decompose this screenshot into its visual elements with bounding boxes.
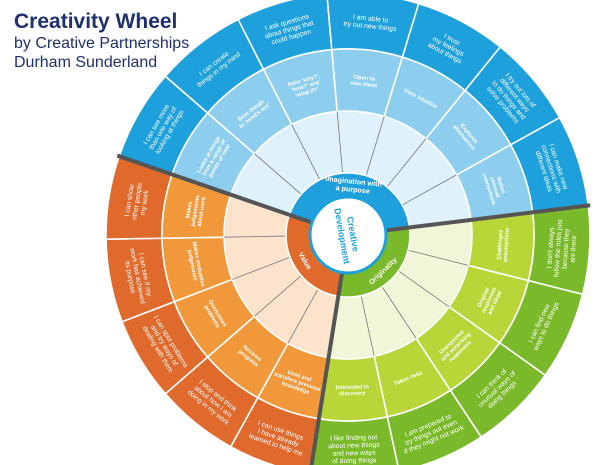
value-middle-label: Makesjudgementsabout work xyxy=(184,194,207,229)
subtitle-line-1: by Creative Partnerships xyxy=(14,35,190,52)
value-middle-label-line: Makes xyxy=(185,201,194,219)
imagination-hub-label-line: a purpose xyxy=(335,183,370,196)
value-spoke xyxy=(287,289,319,344)
originality-outer-label: I don't alwaysfollow the rules justbecau… xyxy=(546,219,579,279)
originality-middle-label-line: discovery xyxy=(339,391,366,398)
section-divider xyxy=(116,153,313,225)
section-divider xyxy=(385,203,591,233)
imagination-spoke xyxy=(365,116,385,176)
subtitle-line-2: Durham Sunderland xyxy=(14,54,158,71)
imagination-middle-label-line: Open to xyxy=(354,75,376,83)
page-title: Creativity Wheel xyxy=(14,10,178,33)
value-outer-label-line: my work xyxy=(140,189,151,216)
originality-outer-label-line: about new things xyxy=(328,442,380,450)
originality-outer-label-line: follow the rules just xyxy=(553,219,564,277)
imagination-middle-label-line: Makes xyxy=(495,176,506,194)
originality-spoke xyxy=(408,249,469,266)
imagination-spoke xyxy=(402,174,457,206)
imagination-spoke xyxy=(336,111,343,174)
imagination-spoke xyxy=(386,138,427,188)
value-spoke xyxy=(254,275,302,317)
value-middle-label-line: judgements xyxy=(190,195,201,228)
originality-outer-label-line: I don't always xyxy=(546,227,556,269)
imagination-outer-label-line: I am able to xyxy=(353,14,389,25)
core-circle xyxy=(308,195,388,275)
originality-outer-label-line: are there xyxy=(570,235,579,263)
value-middle-label-line: about work xyxy=(197,196,208,227)
imagination-middle-label: Open tonew ideas xyxy=(350,74,378,89)
originality-middle-label: Interested indiscovery xyxy=(336,384,370,397)
value-spoke xyxy=(224,235,287,238)
title-block: Creativity Wheel by Creative Partnership… xyxy=(14,10,189,72)
imagination-spoke xyxy=(291,124,321,180)
value-spoke xyxy=(232,256,291,280)
section-divider xyxy=(309,272,345,465)
originality-outer-label-line: because they xyxy=(561,228,571,269)
originality-middle-label: Challengesassumptions xyxy=(496,227,510,262)
originality-outer-label-line: of doing things xyxy=(332,457,377,465)
originality-spoke xyxy=(381,286,417,339)
originality-spoke xyxy=(360,295,375,357)
imagination-spoke xyxy=(254,153,302,195)
originality-middle-label-line: Interested in xyxy=(336,384,370,391)
value-outer-label: I can showother peoplemy work xyxy=(124,181,152,222)
originality-middle-label-line: assumptions xyxy=(503,228,511,263)
imagination-middle-label-line: new ideas xyxy=(350,81,377,90)
originality-outer-label-line: I like finding out xyxy=(330,434,378,442)
originality-outer-label: I like finding outabout new thingsand ne… xyxy=(328,434,381,465)
originality-outer-label-line: and new ways xyxy=(332,449,376,457)
imagination-hub-label: Imagination witha purpose xyxy=(324,174,382,197)
originality-spoke xyxy=(398,270,450,308)
originality-middle-label-line: Challenges xyxy=(497,230,505,260)
